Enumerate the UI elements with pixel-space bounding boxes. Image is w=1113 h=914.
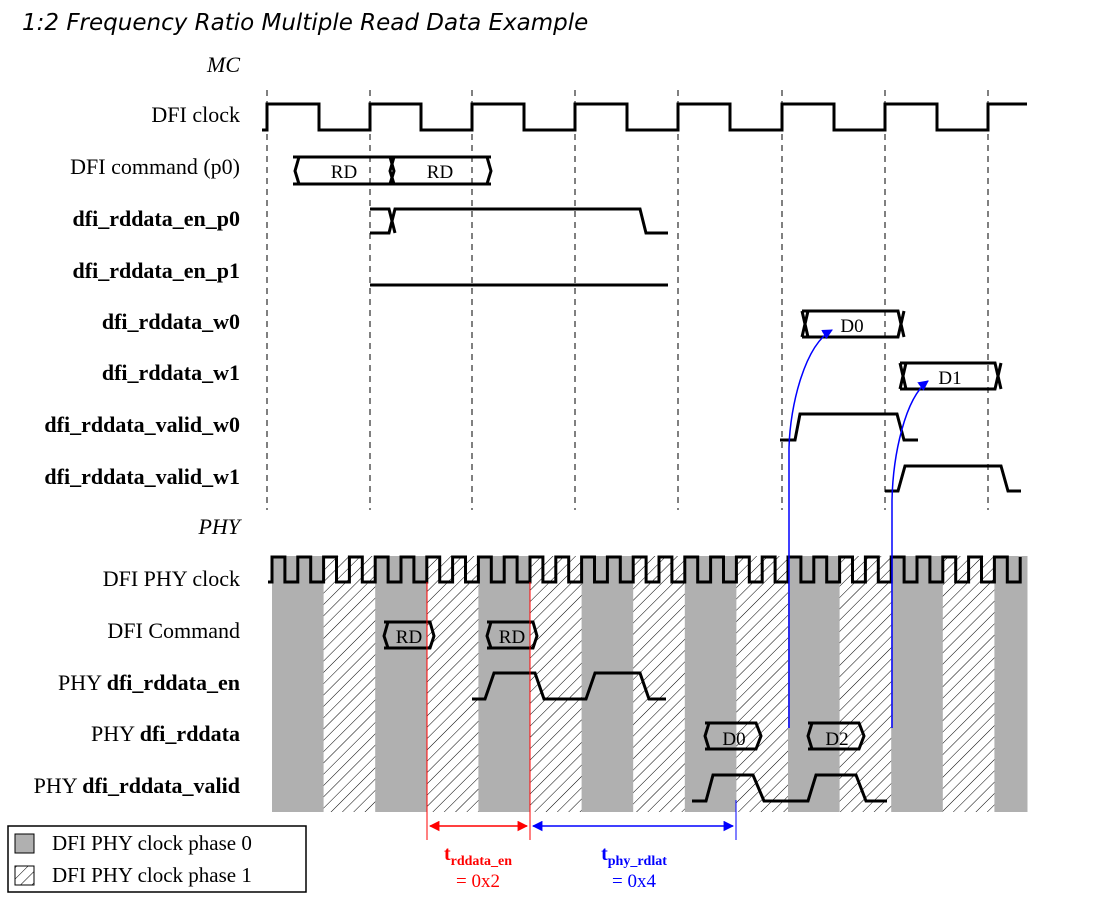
phase0-band: [375, 556, 402, 812]
mc-clock-label: DFI clock: [151, 102, 240, 127]
phase1-band: [426, 556, 454, 812]
rddata-valid-w1-waveform: [885, 464, 1021, 493]
legend: DFI PHY clock phase 0 DFI PHY clock phas…: [7, 825, 307, 893]
phase0-band: [401, 556, 428, 812]
phy-rddata-d2-box: D2: [806, 721, 866, 751]
rddata-w1-label: dfi_rddata_w1: [102, 360, 240, 385]
trddata-en-label: trddata_en: [444, 843, 512, 869]
phase1-band: [968, 556, 995, 812]
phase1-band: [349, 556, 376, 812]
rddata-w0-label: dfi_rddata_w0: [102, 309, 240, 334]
svg-text:RD: RD: [396, 627, 422, 648]
phase1-band: [452, 556, 479, 812]
phase1-band: [839, 556, 866, 812]
svg-text:D0: D0: [722, 729, 745, 750]
mc-clock-guides: [266, 90, 989, 510]
phase1-band: [736, 556, 763, 812]
phy-rddata-label: PHY dfi_rddata: [91, 721, 240, 746]
mc-command-rd-1: RD: [293, 155, 397, 186]
legend-phase1-label: DFI PHY clock phase 1: [52, 863, 252, 887]
phase0-band: [994, 556, 1021, 812]
phy-clock-phase-background: [272, 556, 1028, 812]
phase0-band: [581, 556, 608, 812]
phase0-band: [710, 556, 737, 812]
phase0-band: [297, 556, 325, 812]
trddata-en-value: = 0x2: [456, 871, 500, 892]
phy-command-rd-1: RD: [382, 620, 436, 650]
phase0-band: [607, 556, 634, 812]
legend-phase0-label: DFI PHY clock phase 0: [52, 831, 252, 855]
svg-text:RD: RD: [427, 162, 453, 183]
phy-section-label: PHY: [197, 514, 242, 539]
rddata-valid-w0-label: dfi_rddata_valid_w0: [44, 412, 240, 437]
tphy-rdlat-marker: tphy_rdlat = 0x4: [531, 800, 737, 892]
phy-command-rd-2: RD: [485, 620, 539, 650]
phase1-band: [762, 556, 789, 812]
legend-phase0-swatch: [14, 833, 35, 854]
phy-rddata-en-waveform: [472, 671, 666, 701]
phy-clock-waveform: [268, 555, 1022, 584]
mc-command-label: DFI command (p0): [70, 154, 240, 179]
phy-clock-label: DFI PHY clock: [103, 566, 240, 591]
phy-rddata-en-label: PHY dfi_rddata_en: [58, 670, 240, 695]
rddata-valid-w1-label: dfi_rddata_valid_w1: [44, 464, 240, 489]
phase1-band: [942, 556, 970, 812]
svg-text:D2: D2: [825, 729, 848, 750]
phase0-band: [917, 556, 944, 812]
mc-clock-waveform: [262, 102, 1027, 132]
diagram-title: 1:2 Frequency Ratio Multiple Read Data E…: [22, 10, 588, 36]
latency-arrows: [788, 329, 929, 728]
svg-text:RD: RD: [499, 627, 525, 648]
legend-phase1-swatch: [14, 865, 35, 886]
phy-rddata-valid-label: PHY dfi_rddata_valid: [34, 773, 240, 798]
phase1-band: [633, 556, 660, 812]
mc-command-rd-2: RD: [388, 155, 493, 186]
rddata-w1-d1-box: D1: [898, 361, 1003, 391]
phy-command-label: DFI Command: [107, 618, 240, 643]
svg-text:RD: RD: [331, 162, 357, 183]
rddata-valid-w0-waveform: [780, 412, 918, 442]
tphy-rdlat-value: = 0x4: [612, 871, 656, 892]
phy-rddata-valid-waveform: [692, 773, 887, 803]
phase0-band: [813, 556, 841, 812]
phase1-band: [323, 556, 350, 812]
phase0-band: [272, 556, 299, 812]
svg-text:D1: D1: [938, 368, 961, 389]
mc-section-label: MC: [206, 52, 240, 77]
phy-rddata-d0-box: D0: [703, 721, 763, 751]
phase1-band: [865, 556, 892, 812]
trddata-en-marker: trddata_en = 0x2: [426, 582, 531, 892]
svg-text:D0: D0: [840, 316, 863, 337]
rddata-en-p0-waveform: [370, 207, 668, 235]
phase1-band: [555, 556, 583, 812]
phase1-band: [659, 556, 686, 812]
phase1-band: [530, 556, 557, 812]
tphy-rdlat-label: tphy_rdlat: [601, 843, 667, 869]
phase0-band: [504, 556, 531, 812]
rddata-en-p1-label: dfi_rddata_en_p1: [73, 258, 240, 283]
rddata-w0-d0-box: D0: [800, 309, 906, 339]
rddata-en-p0-label: dfi_rddata_en_p0: [73, 206, 240, 231]
phase0-band: [1020, 556, 1028, 812]
phase0-band: [788, 556, 815, 812]
phase0-band: [891, 556, 918, 812]
phase0-band: [684, 556, 712, 812]
